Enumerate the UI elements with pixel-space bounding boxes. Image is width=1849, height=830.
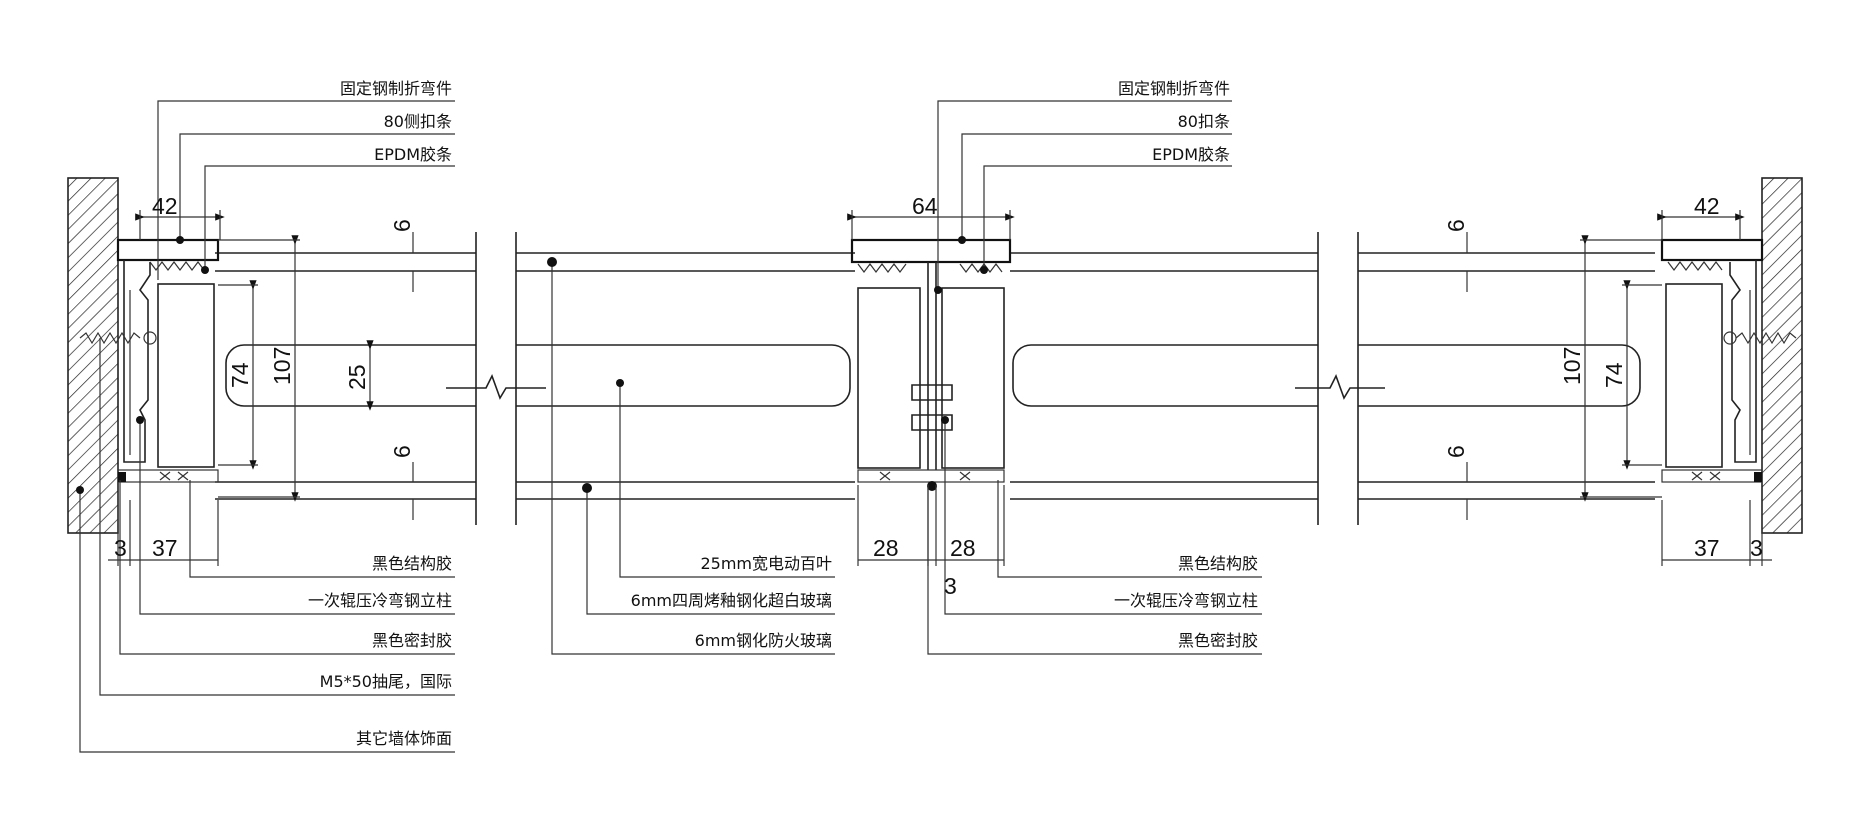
dim-label: 25 <box>344 364 370 390</box>
callout-label: 黑色结构胶 <box>1178 554 1258 573</box>
dim-label: 107 <box>1559 347 1585 385</box>
callout-label: 80扣条 <box>1178 112 1230 131</box>
leader-lines-bottom <box>76 257 1262 753</box>
left-mullion <box>79 238 220 483</box>
right-mullion <box>1660 238 1797 483</box>
dim-label: 64 <box>912 193 938 219</box>
dim-label: 6 <box>1443 445 1469 458</box>
callouts-bottom-middle: 25mm宽电动百叶 6mm四周烤釉钢化超白玻璃 6mm钢化防火玻璃 <box>631 554 832 650</box>
dim-label: 42 <box>1694 193 1720 219</box>
dim-label: 37 <box>152 535 178 561</box>
dim-label: 28 <box>950 535 976 561</box>
callout-label: 黑色密封胶 <box>1178 631 1258 650</box>
dimension-labels: 42 64 42 107 74 25 6 6 6 6 107 74 3 37 2… <box>114 193 1763 599</box>
callouts-top-left: 固定钢制折弯件 80侧扣条 EPDM胶条 <box>340 79 452 164</box>
dim-label: 3 <box>944 573 957 599</box>
callout-label: 一次辊压冷弯钢立柱 <box>308 591 452 610</box>
dim-label: 6 <box>389 445 415 458</box>
callout-label: 一次辊压冷弯钢立柱 <box>1114 591 1258 610</box>
dim-label: 6 <box>389 219 415 232</box>
callout-label: 80侧扣条 <box>384 112 452 131</box>
callout-label: 黑色结构胶 <box>372 554 452 573</box>
dim-label: 42 <box>152 193 178 219</box>
callout-label: EPDM胶条 <box>374 145 452 164</box>
middle-mullion <box>850 238 1012 491</box>
callouts-top-middle: 固定钢制折弯件 80扣条 EPDM胶条 <box>1118 79 1230 164</box>
callout-label: 黑色密封胶 <box>372 631 452 650</box>
dim-label: 6 <box>1443 219 1469 232</box>
break-lines <box>446 230 1385 530</box>
left-wall <box>67 177 119 534</box>
leader-lines-top <box>157 100 1232 294</box>
louver-blades <box>225 344 1641 407</box>
dim-label: 3 <box>1750 535 1763 561</box>
dim-label: 74 <box>1601 362 1627 388</box>
dim-label: 37 <box>1694 535 1720 561</box>
callout-label: 6mm钢化防火玻璃 <box>695 631 832 650</box>
callout-label: 其它墙体饰面 <box>356 729 452 748</box>
right-wall <box>1761 177 1803 534</box>
callouts-bottom-right: 黑色结构胶 一次辊压冷弯钢立柱 黑色密封胶 <box>1114 554 1258 650</box>
callouts-bottom-left: 黑色结构胶 一次辊压冷弯钢立柱 黑色密封胶 M5*50抽尾，国际 其它墙体饰面 <box>308 554 452 748</box>
dim-label: 74 <box>227 362 253 388</box>
dim-label: 3 <box>114 535 127 561</box>
callout-label: 固定钢制折弯件 <box>340 79 452 98</box>
callout-label: M5*50抽尾，国际 <box>320 672 452 691</box>
callout-label: 25mm宽电动百叶 <box>700 554 832 573</box>
callout-label: 固定钢制折弯件 <box>1118 79 1230 98</box>
dim-label: 107 <box>269 347 295 385</box>
callout-label: 6mm四周烤釉钢化超白玻璃 <box>631 591 832 610</box>
dim-label: 28 <box>873 535 899 561</box>
callout-label: EPDM胶条 <box>1152 145 1230 164</box>
